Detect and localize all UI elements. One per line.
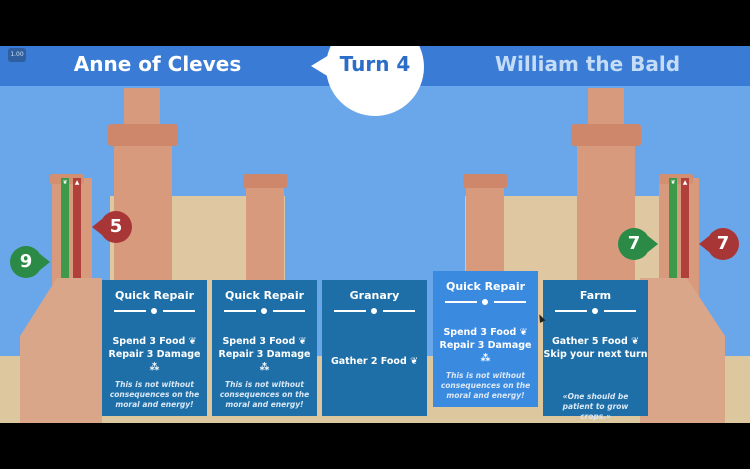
right-tower-body [577,146,635,286]
leaf-icon: ❦ [410,356,419,367]
card-effect-line: Repair 3 Damage ⁂ [439,340,532,364]
right-player-name: William the Bald [494,52,681,76]
right-damage-banner [681,178,689,278]
card-flavor: This is not without consequences on the … [440,371,531,400]
card-effect-line: Repair 3 Damage ⁂ [218,349,311,373]
card-quick-repair-2[interactable]: Quick Repair Spend 3 Food ❦ Repair 3 Dam… [212,280,317,416]
card-title: Quick Repair [224,289,305,302]
right-food-stat: 7 [618,228,650,260]
card-title: Granary [349,289,400,302]
card-divider [224,308,305,314]
rubble-icon: ▲ [682,179,688,186]
left-tower-top [124,88,160,124]
right-tower-top [588,88,624,124]
leaf-icon: ❦ [298,336,307,347]
turn-bubble-pointer [311,55,329,77]
card-flavor: This is not without consequences on the … [109,380,200,409]
left-side-tower [246,188,284,288]
leaf-icon: ❦ [188,336,197,347]
card-effect-line: Spend 3 Food ❦ [222,336,307,347]
left-player-name: Anne of Cleves [73,52,242,76]
right-castle-slope [640,278,725,423]
left-food-stat-pointer [40,254,50,270]
rubble-icon: ▲ [74,179,80,186]
card-granary[interactable]: Granary Gather 2 Food ❦ [322,280,427,416]
card-title: Farm [579,289,612,302]
card-quick-repair-1[interactable]: Quick Repair Spend 3 Food ❦ Repair 3 Dam… [102,280,207,416]
card-flavor: This is not without consequences on the … [219,380,310,409]
card-divider [334,308,415,314]
card-effect-line: Repair 3 Damage ⁂ [108,349,201,373]
rubble-icon: ⁂ [480,353,491,364]
left-damage-stat: 5 [100,211,132,243]
leaf-icon: ❦ [631,336,640,347]
version-badge: 1.00 [8,48,26,62]
leaf-icon: ❦ [519,327,528,338]
card-effect-line: Spend 3 Food ❦ [112,336,197,347]
right-tower-cap [571,124,641,146]
card-divider [445,299,526,305]
card-divider [114,308,195,314]
rubble-icon: ⁂ [259,362,270,373]
card-quick-repair-3-selected[interactable]: Quick Repair Spend 3 Food ❦ Repair 3 Dam… [433,271,538,407]
card-effect-line: Spend 3 Food ❦ [443,327,528,338]
turn-label: Turn 4 [339,52,411,76]
game-viewport: ❦ ▲ 9 5 ❦ ▲ 7 7 Quick Repair Spend 3 Foo… [0,46,750,423]
left-damage-banner [73,178,81,278]
right-food-stat-pointer [648,236,658,252]
left-side-tower-cap [243,174,287,188]
card-divider [555,308,636,314]
left-food-stat: 9 [10,246,42,278]
right-damage-stat: 7 [707,228,739,260]
left-castle-slope [20,278,102,423]
left-food-banner [61,178,69,278]
leaf-icon: ❦ [670,179,676,186]
card-flavor: «One should be patient to grow crops.» [562,392,629,421]
card-title: Quick Repair [114,289,195,302]
right-side-tower-cap [463,174,507,188]
card-effect-line: Gather 2 Food ❦ [330,356,419,367]
right-damage-stat-pointer [699,236,709,252]
card-farm[interactable]: Farm Gather 5 Food ❦ Skip your next turn… [543,280,648,421]
card-effect-line: Skip your next turn [543,349,648,360]
rubble-icon: ⁂ [149,362,160,373]
left-damage-stat-pointer [92,219,102,235]
left-tower-cap [108,124,178,146]
card-effect-line: Gather 5 Food ❦ [551,336,640,347]
card-title: Quick Repair [445,280,526,293]
leaf-icon: ❦ [62,179,68,186]
right-food-banner [669,178,677,278]
